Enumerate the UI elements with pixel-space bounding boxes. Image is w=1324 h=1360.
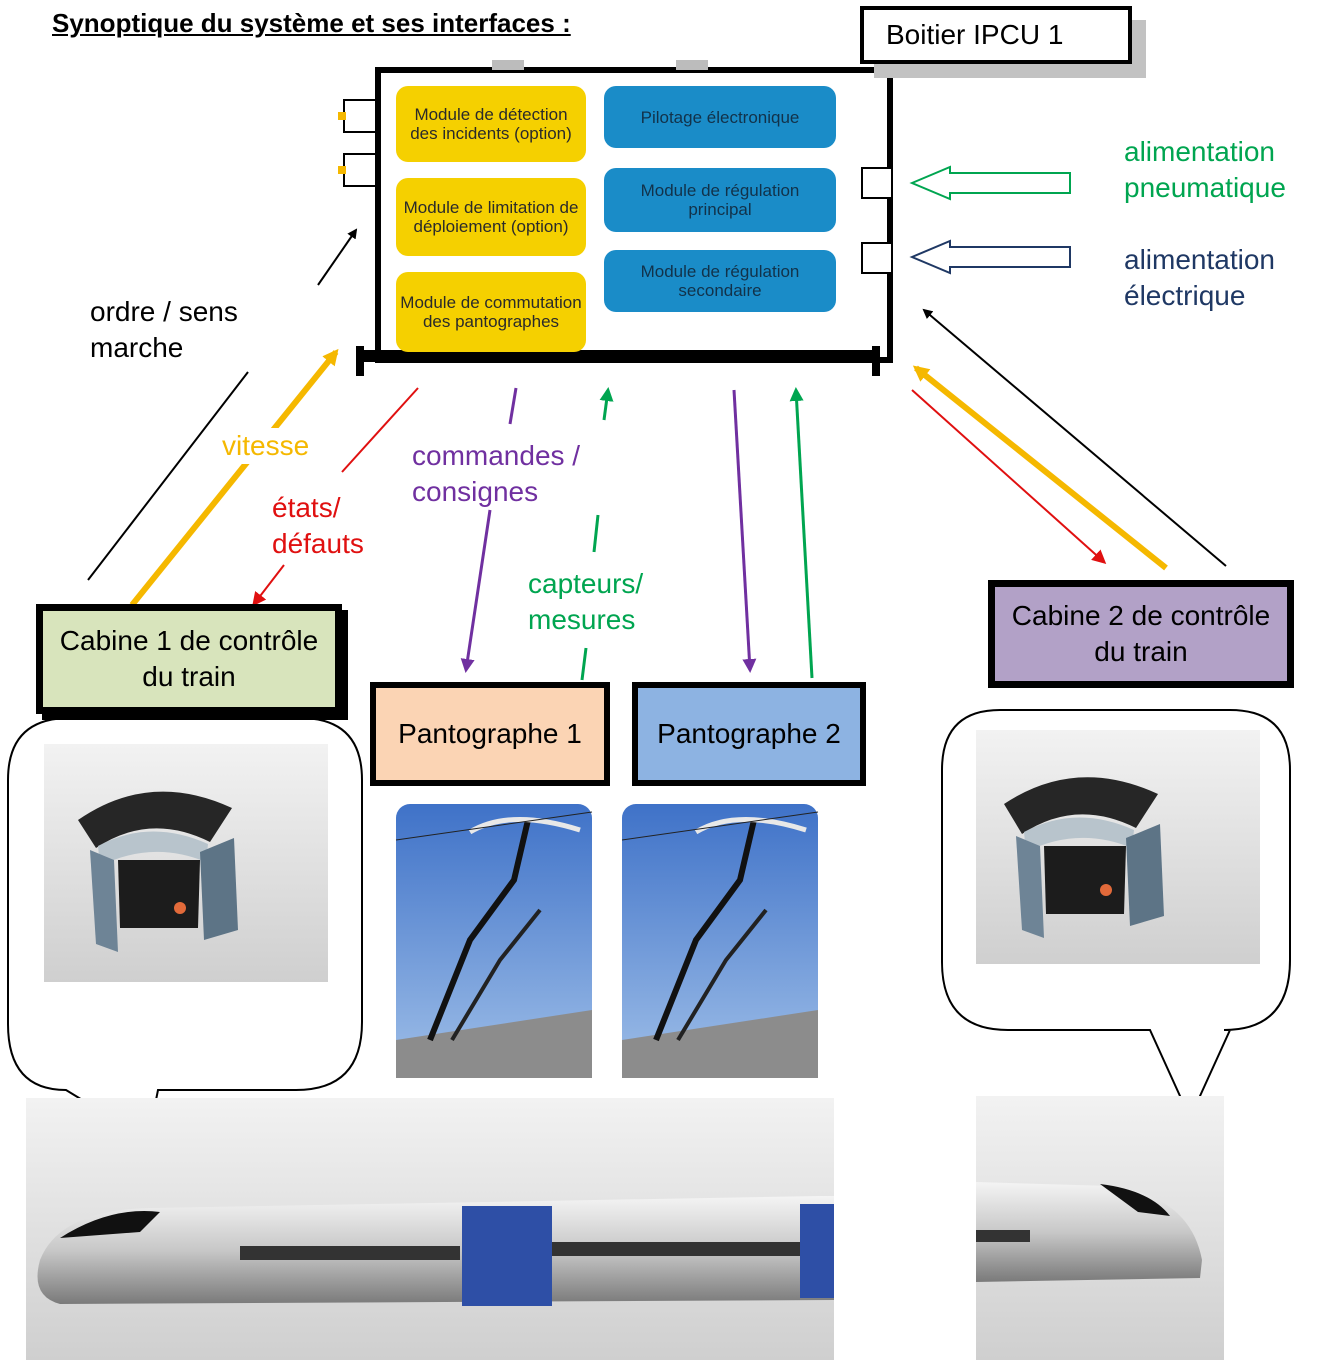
speed-arrow-cab2	[912, 365, 1168, 571]
module-pilotage-electronique: Pilotage électronique	[604, 86, 836, 148]
label-commandes-consignes: commandes / consignes	[412, 440, 581, 507]
label-capteurs-mesures: capteurs/ mesures	[528, 568, 644, 635]
state-arrow-cab2	[911, 389, 1107, 565]
pantograph-1-image	[395, 804, 593, 1078]
sensor-arrow-p2	[789, 387, 814, 679]
speed-arrow-cab1	[129, 348, 339, 607]
module-limitation-deploiement: Module de limitation de déploiement (opt…	[396, 178, 586, 256]
label-vitesse: vitesse	[222, 428, 310, 464]
module-regulation-secondaire: Module de régulation secondaire	[604, 250, 836, 312]
cab1-console-image	[44, 744, 328, 982]
train-image-right	[976, 1096, 1224, 1360]
box-cabine-1: Cabine 1 de contrôle du train	[36, 604, 342, 714]
order-arrow-cab2	[922, 308, 1227, 567]
order-arrow-cab1	[317, 228, 358, 286]
label-ordre-sens-marche: ordre / sens marche	[90, 296, 238, 363]
sensor-line-p1-lower	[580, 647, 588, 681]
diagram-title: Synoptique du système et ses interfaces …	[52, 8, 571, 38]
pantograph-2-image	[621, 804, 819, 1078]
label-alimentation-electrique: alimentation électrique	[1124, 244, 1275, 311]
sensor-line-p1-mid	[592, 514, 600, 553]
sensor-arrow-p1	[599, 387, 614, 421]
label-alimentation-pneumatique: alimentation pneumatique	[1124, 136, 1286, 203]
train-image-left	[26, 1098, 834, 1360]
module-detection-incidents: Module de détection des incidents (optio…	[396, 86, 586, 162]
order-line-cab1-lower	[87, 371, 249, 581]
ipcu-box-label: Boitier IPCU 1	[860, 6, 1132, 64]
box-pantographe-1: Pantographe 1	[370, 682, 610, 786]
command-line-p1-upper	[508, 387, 518, 425]
box-cabine-2: Cabine 2 de contrôle du train	[988, 580, 1294, 688]
state-arrow-cab1	[252, 564, 285, 607]
electric-supply-arrow	[909, 239, 1071, 275]
state-line-cab1-upper	[341, 387, 419, 473]
label-etats-defauts: états/ défauts	[272, 492, 364, 559]
module-commutation-pantographes: Module de commutation des pantographes	[396, 272, 586, 352]
cab2-console-image	[976, 730, 1260, 964]
box-pantographe-2: Pantographe 2	[632, 682, 866, 786]
pneumatic-supply-arrow	[909, 165, 1071, 201]
command-arrow-p2	[732, 389, 757, 673]
module-regulation-principal: Module de régulation principal	[604, 168, 836, 232]
command-arrow-p1	[460, 509, 492, 673]
